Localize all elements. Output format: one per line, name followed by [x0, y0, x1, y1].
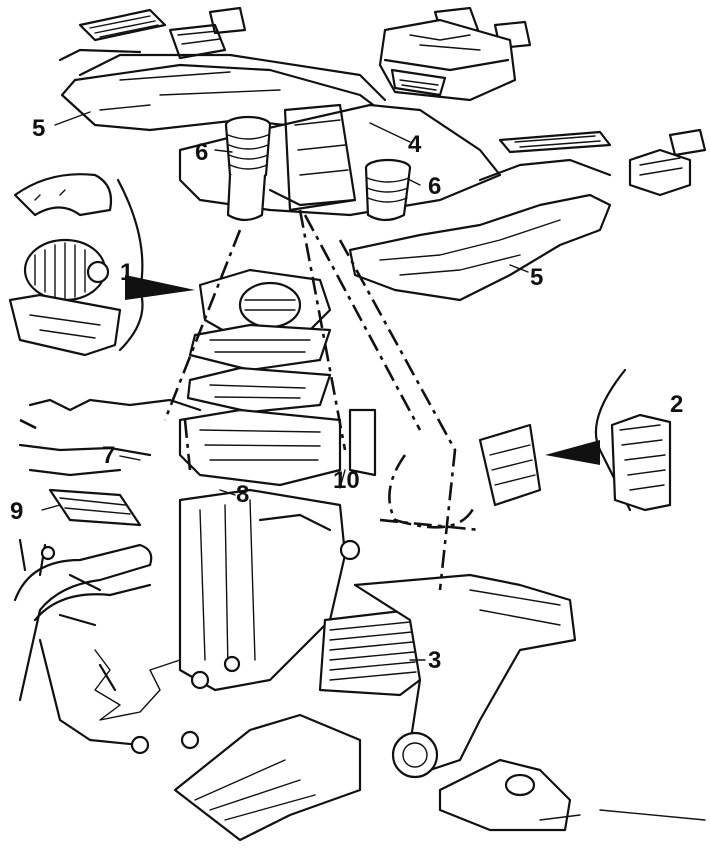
- callout-6-left: 6: [195, 139, 208, 166]
- callout-10: 10: [333, 467, 360, 494]
- side-air-duct-left: [58, 48, 387, 132]
- heater-core: [318, 608, 422, 697]
- callout-5-left: 5: [32, 115, 45, 142]
- rear-floor-duct: [173, 713, 362, 842]
- assembly-guide-lines: [19, 209, 481, 591]
- rear-vent-outlet: [391, 731, 706, 832]
- callout-1: 1: [120, 259, 133, 286]
- callout-9: 9: [10, 498, 23, 525]
- gasket-plate-2: [186, 366, 332, 414]
- callout-6-right: 6: [428, 173, 441, 200]
- callout-3: 3: [428, 647, 441, 674]
- callout-4: 4: [408, 131, 422, 158]
- vent-hose-left: [224, 115, 272, 222]
- gasket-plate-1: [188, 323, 332, 372]
- floor-duct-right: [353, 573, 577, 772]
- left-mounting-bracket: [18, 398, 202, 527]
- defroster-center-duct: [378, 18, 517, 102]
- hose-clamps: [130, 655, 241, 755]
- blower-case-top: [198, 268, 332, 342]
- callout-2: 2: [670, 391, 683, 418]
- callout-5-right: 5: [530, 264, 543, 291]
- callout-7: 7: [102, 442, 115, 469]
- heater-hoses: [13, 543, 153, 747]
- resistor-mount: [478, 423, 542, 507]
- wiring-harness: [94, 649, 181, 721]
- evaporator-housing: [178, 408, 377, 487]
- right-vent-nozzle: [628, 128, 707, 197]
- side-air-duct-right: [348, 130, 612, 302]
- vent-hose-right: [364, 158, 412, 222]
- blower-resistor-inset: [545, 368, 672, 512]
- callout-leaders: [41, 111, 529, 661]
- mounting-bolts: [18, 538, 117, 692]
- top-vent-grille: [78, 8, 167, 42]
- callout-8: 8: [236, 481, 249, 508]
- top-vent-nozzle-left: [168, 6, 247, 60]
- blower-assembly-inset: [8, 173, 195, 357]
